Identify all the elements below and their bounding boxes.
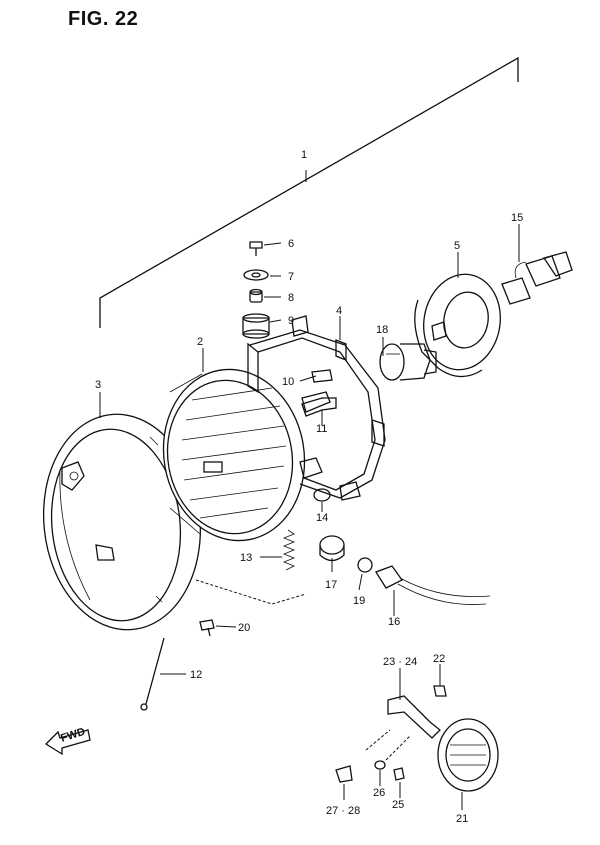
- callout-1: 1: [301, 149, 307, 161]
- reflector[interactable]: [437, 718, 499, 792]
- callout-3: 3: [95, 379, 101, 391]
- rim-screw[interactable]: [199, 619, 215, 637]
- reflector-bolt[interactable]: [393, 767, 405, 781]
- adjuster-clip[interactable]: [311, 369, 333, 383]
- wiring-connector[interactable]: [501, 251, 573, 305]
- callout-10: 10: [282, 376, 294, 388]
- callout-26: 26: [373, 787, 385, 799]
- callout-7: 7: [288, 271, 294, 283]
- callout-8: 8: [288, 292, 294, 304]
- position-lamp-harness[interactable]: [375, 565, 491, 605]
- callout-25: 25: [392, 799, 404, 811]
- headlight-lens-unit[interactable]: [150, 358, 318, 552]
- callout-27-28: 27 · 28: [326, 805, 360, 817]
- callout-6: 6: [288, 238, 294, 250]
- mounting-screw[interactable]: [249, 241, 263, 256]
- figure-title: FIG. 22: [68, 8, 139, 30]
- assembly-bracket-1: [99, 56, 519, 328]
- callout-18: 18: [376, 324, 388, 336]
- callout-12: 12: [190, 669, 202, 681]
- callout-20: 20: [238, 622, 250, 634]
- adjuster-plate[interactable]: [301, 397, 337, 417]
- callout-13: 13: [240, 552, 252, 564]
- callout-21: 21: [456, 813, 468, 825]
- small-grommet[interactable]: [313, 488, 331, 502]
- reflector-bracket[interactable]: [387, 695, 441, 739]
- callout-16: 16: [388, 616, 400, 628]
- adjusting-spring[interactable]: [282, 529, 296, 571]
- callout-19: 19: [353, 595, 365, 607]
- long-adjusting-screw[interactable]: [140, 637, 165, 711]
- reflector-washer[interactable]: [374, 760, 386, 770]
- callout-15: 15: [511, 212, 523, 224]
- callout-5: 5: [454, 240, 460, 252]
- callout-22: 22: [433, 653, 445, 665]
- position-lamp-bulb[interactable]: [357, 557, 373, 573]
- callout-labels: 1 2 3 4 5 6 7 8 9 10 11 12 13 14 15 16 1…: [95, 149, 523, 825]
- callout-14: 14: [316, 512, 328, 524]
- callout-9: 9: [288, 315, 294, 327]
- washer[interactable]: [243, 269, 269, 281]
- headlight-case[interactable]: [247, 315, 386, 501]
- headlight-bulb[interactable]: [379, 343, 437, 381]
- reflector-nut[interactable]: [433, 685, 447, 697]
- collar[interactable]: [249, 288, 263, 303]
- socket-housing[interactable]: [414, 268, 508, 378]
- callout-2: 2: [197, 336, 203, 348]
- grommet[interactable]: [242, 313, 270, 339]
- callout-4: 4: [336, 305, 342, 317]
- position-lamp-socket[interactable]: [319, 535, 345, 562]
- callout-23-24: 23 · 24: [383, 656, 417, 668]
- leader-lines: [99, 224, 520, 810]
- callout-17: 17: [325, 579, 337, 591]
- forward-arrow-icon: FWD: [44, 726, 91, 756]
- callout-11: 11: [316, 423, 327, 435]
- reflector-spacer[interactable]: [335, 765, 353, 783]
